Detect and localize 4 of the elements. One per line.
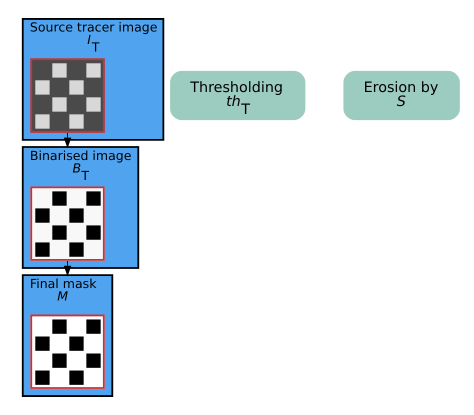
arrow [63,260,71,276]
cluster: Final mask M [21,274,113,397]
node-box: Erosion by S [342,70,460,120]
arrow [63,132,71,148]
